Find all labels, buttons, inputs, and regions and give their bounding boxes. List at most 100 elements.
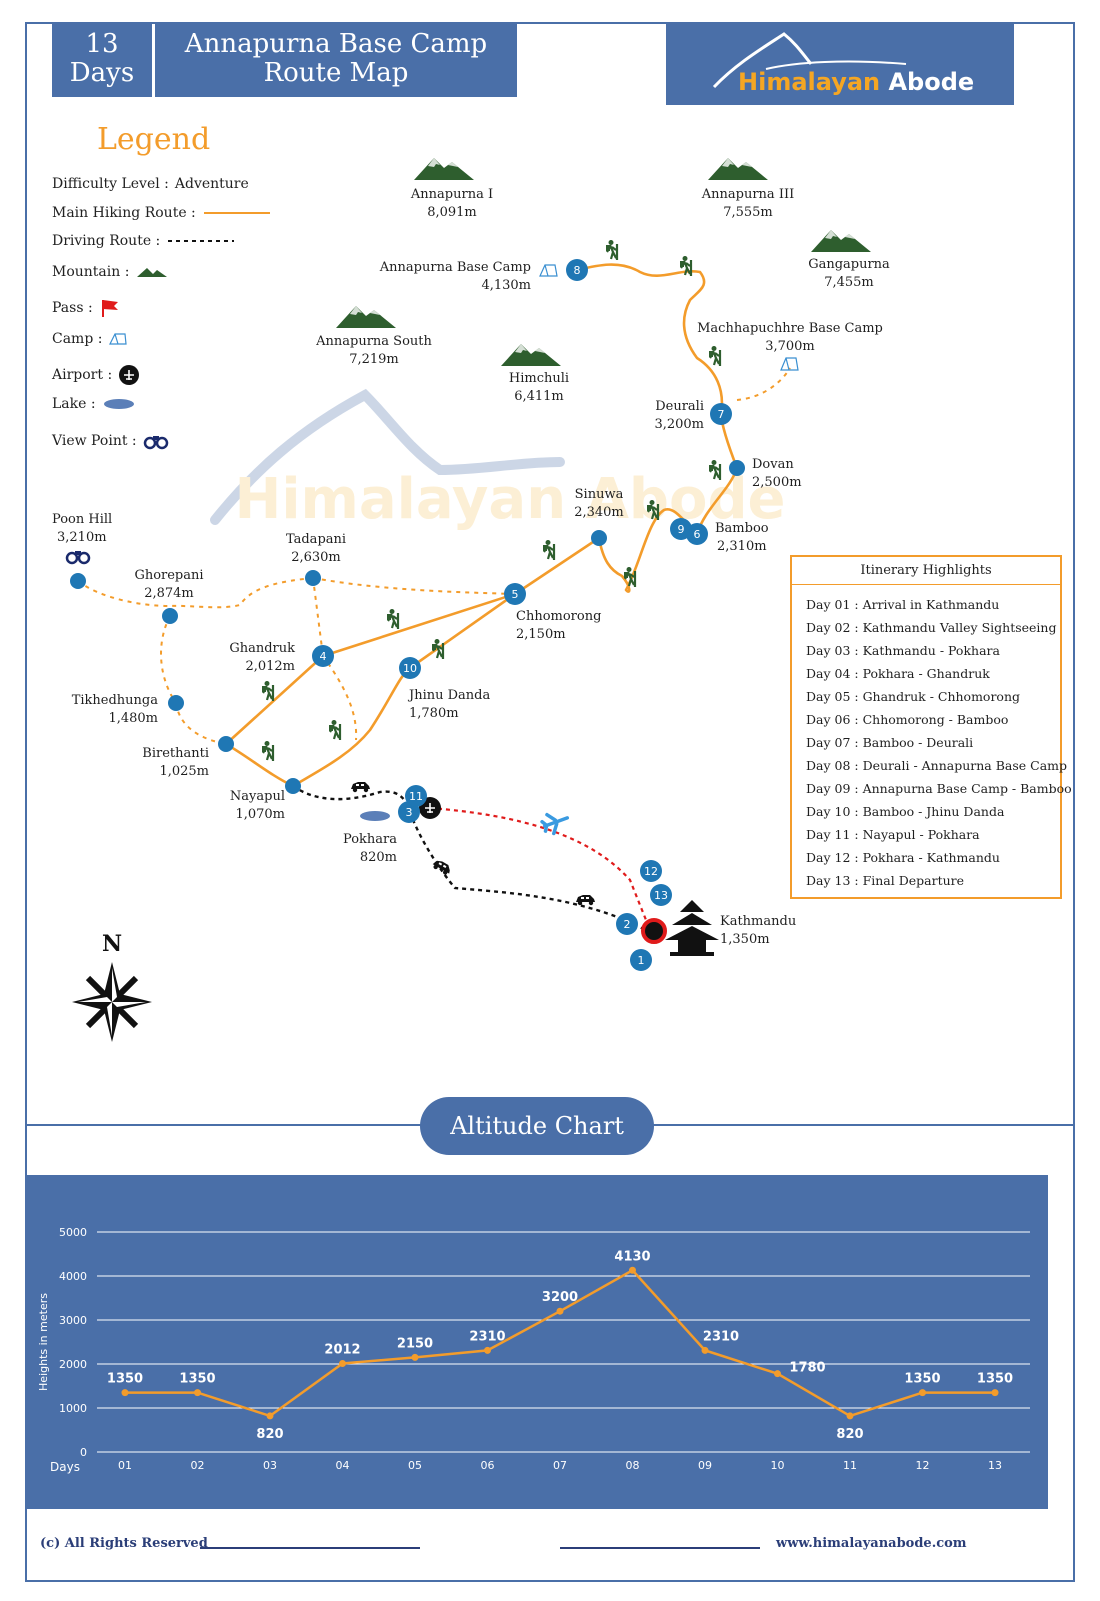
hiker-icon	[385, 607, 400, 631]
day-marker-5: 5	[504, 583, 526, 605]
legend-lake-label: Lake :	[52, 396, 96, 412]
itinerary-item: Day 13 : Final Departure	[806, 873, 965, 888]
days-number: 13	[85, 29, 119, 59]
data-label: 2310	[703, 1329, 739, 1344]
x-tick-label: 04	[336, 1459, 350, 1472]
mountain-name: Gangapurna	[808, 257, 890, 272]
place-ghorepani-alt: 2,874m	[144, 586, 194, 601]
svg-text:9: 9	[678, 523, 685, 536]
legend-lake: Lake :	[52, 396, 136, 412]
x-tick-label: 09	[698, 1459, 712, 1472]
day-marker-2: 2	[616, 913, 638, 935]
compass-north-label: N	[102, 931, 122, 957]
data-label: 1350	[179, 1372, 215, 1387]
data-label: 820	[256, 1427, 283, 1442]
data-label: 4130	[614, 1249, 650, 1264]
pass-flag-icon	[101, 300, 118, 317]
legend-title: Legend	[97, 122, 211, 157]
x-tick-label: 12	[916, 1459, 930, 1472]
place-jhinu-alt: 1,780m	[409, 706, 459, 721]
location-dot	[285, 778, 301, 794]
brand-logo-box: Himalayan Abode	[666, 24, 1014, 105]
footer-website-link[interactable]: www.himalayanabode.com	[776, 1536, 967, 1551]
mountain-altitude: 7,455m	[824, 275, 874, 290]
watermark: Himalayan Abode	[210, 388, 786, 532]
itinerary-item: Day 07 : Bamboo - Deurali	[806, 735, 974, 750]
x-tick-label: 05	[408, 1459, 422, 1472]
driving-route	[292, 785, 649, 933]
legend-difficulty-label: Difficulty Level :	[52, 176, 169, 192]
itinerary-item: Day 03 : Kathmandu - Pokhara	[806, 643, 1000, 658]
svg-text:6: 6	[694, 528, 701, 541]
place-chhomorong-name: Chhomorong	[516, 609, 601, 624]
itinerary-item: Day 11 : Nayapul - Pokhara	[806, 827, 980, 842]
location-dot	[168, 695, 184, 711]
x-tick-label: 13	[988, 1459, 1002, 1472]
place-bamboo-alt: 2,310m	[717, 539, 767, 554]
location-dot	[305, 570, 321, 586]
x-axis-label: Days	[50, 1460, 80, 1474]
plane-icon	[540, 812, 570, 836]
legend-camp: Camp :	[52, 331, 128, 347]
mountain-annapurna-i: Annapurna I 8,091m	[410, 158, 493, 220]
svg-text:7: 7	[718, 408, 725, 421]
mountain-icon	[501, 344, 561, 366]
y-tick-label: 2000	[59, 1358, 87, 1371]
x-tick-label: 10	[771, 1459, 785, 1472]
place-ghandruk-name: Ghandruk	[229, 641, 295, 656]
location-dot	[70, 573, 86, 589]
data-point	[556, 1307, 564, 1315]
legend-airport-label: Airport :	[52, 367, 113, 383]
data-point	[701, 1346, 709, 1354]
mountain-annapurna-south: Annapurna South 7,219m	[315, 306, 433, 367]
footer-copyright: (c) All Rights Reserved	[40, 1536, 208, 1551]
days-badge: 13 Days	[52, 24, 152, 97]
svg-text:3: 3	[406, 806, 413, 819]
data-point	[339, 1359, 346, 1367]
place-nayapul-alt: 1,070m	[235, 807, 285, 822]
itinerary-item: Day 09 : Annapurna Base Camp - Bamboo	[806, 781, 1072, 796]
driving-route-line-icon	[168, 240, 235, 242]
data-label: 2150	[397, 1336, 433, 1351]
legend-viewpoint: View Point :	[52, 432, 169, 450]
data-point	[266, 1412, 274, 1420]
legend-mountain-label: Mountain :	[52, 264, 130, 280]
place-labels: Annapurna Base Camp 4,130m Machhapuchhre…	[52, 260, 883, 947]
y-tick-label: 1000	[59, 1402, 87, 1415]
place-birethanti-alt: 1,025m	[159, 764, 209, 779]
place-poonhill-alt: 3,210m	[57, 530, 107, 545]
legend-difficulty-value: Adventure	[174, 176, 249, 192]
data-label: 1780	[789, 1361, 825, 1376]
location-dots	[70, 460, 745, 794]
svg-text:1: 1	[638, 954, 645, 967]
place-mbc-name: Machhapuchhre Base Camp	[697, 321, 883, 336]
legend-difficulty: Difficulty Level : Adventure	[52, 176, 249, 192]
place-tikhedhunga-name: Tikhedhunga	[72, 693, 159, 708]
airport-icon	[119, 365, 140, 385]
day-marker-9: 9	[670, 518, 692, 540]
brand-logo-mountain-icon	[712, 32, 907, 89]
location-dot	[729, 460, 745, 476]
day-marker-10: 10	[399, 657, 421, 679]
legend-main-route: Main Hiking Route :	[52, 205, 272, 221]
viewpoint-binoculars-icon	[143, 436, 168, 450]
mountain-name: Himchuli	[509, 371, 569, 386]
day-marker-13: 13	[650, 884, 672, 906]
svg-text:13: 13	[654, 889, 668, 902]
legend-camp-label: Camp :	[52, 331, 103, 347]
y-tick-label: 0	[80, 1446, 87, 1459]
place-sinuwa-name: Sinuwa	[575, 487, 624, 502]
location-dot	[591, 530, 607, 546]
x-tick-label: 06	[481, 1459, 495, 1472]
place-abc-name: Annapurna Base Camp	[379, 260, 531, 275]
x-tick-label: 03	[263, 1459, 277, 1472]
place-sinuwa-alt: 2,340m	[574, 505, 624, 520]
route-map: Himalayan Abode Annapurna I 8,091m Annap…	[52, 158, 890, 1042]
page-title-line2: Route Map	[263, 58, 409, 88]
hiker-icon	[622, 565, 637, 589]
itinerary-item: Day 08 : Deurali - Annapurna Base Camp	[806, 758, 1068, 773]
mountain-altitude: 7,555m	[723, 205, 773, 220]
legend-pass-label: Pass :	[52, 300, 93, 316]
